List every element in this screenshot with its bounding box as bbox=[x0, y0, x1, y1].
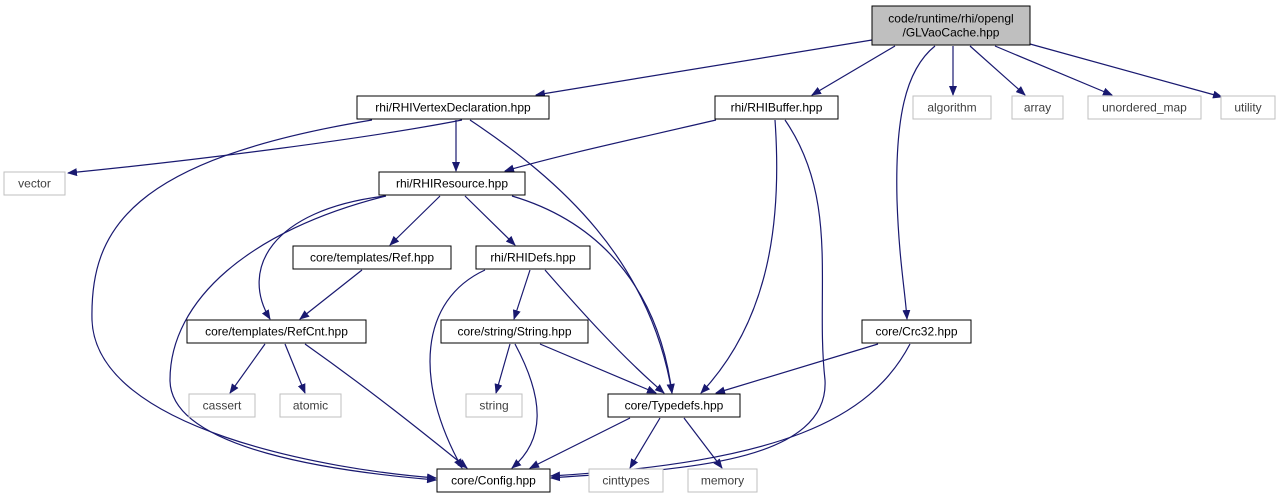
edge-root-crc bbox=[896, 45, 936, 320]
edge-rhibuf-typedefs bbox=[700, 119, 778, 394]
node-label: cinttypes bbox=[602, 474, 649, 488]
node-label: rhi/RHIDefs.hpp bbox=[490, 251, 576, 265]
edge-rhires-config bbox=[169, 195, 437, 484]
node-box bbox=[3, 171, 66, 196]
node-label: /GLVaoCache.hpp bbox=[903, 26, 1000, 40]
node-box bbox=[1087, 95, 1202, 120]
edge-rhidefs-typedefs bbox=[544, 269, 665, 394]
node-umap[interactable]: unordered_map bbox=[1087, 95, 1202, 120]
node-box bbox=[436, 468, 551, 493]
node-array[interactable]: array bbox=[1011, 95, 1064, 120]
node-label: core/templates/RefCnt.hpp bbox=[205, 325, 348, 339]
node-vector[interactable]: vector bbox=[3, 171, 66, 196]
node-box bbox=[475, 245, 591, 270]
edge-typedefs-cinttypes bbox=[629, 417, 661, 469]
node-stdstring[interactable]: string bbox=[465, 393, 523, 418]
node-label: core/Config.hpp bbox=[451, 474, 536, 488]
edge-typedefs-memory bbox=[683, 417, 723, 469]
edge-rhires-typedefs bbox=[511, 195, 675, 394]
node-label: rhi/RHIVertexDeclaration.hpp bbox=[375, 101, 531, 115]
node-box bbox=[912, 95, 992, 120]
edge-crc-typedefs bbox=[715, 343, 879, 395]
edge-rhibuf-rhires bbox=[504, 119, 717, 173]
node-box bbox=[188, 393, 256, 418]
node-crc[interactable]: core/Crc32.hpp bbox=[861, 319, 972, 344]
edge-root-utility bbox=[1029, 43, 1223, 99]
node-memory[interactable]: memory bbox=[687, 468, 758, 493]
node-label: code/runtime/rhi/opengl bbox=[888, 12, 1013, 26]
edge-rhivd-config bbox=[91, 119, 437, 482]
node-label: string bbox=[479, 399, 508, 413]
node-rhires[interactable]: rhi/RHIResource.hpp bbox=[378, 171, 526, 196]
node-box bbox=[465, 393, 523, 418]
node-label: array bbox=[1024, 101, 1051, 115]
node-box bbox=[1011, 95, 1064, 120]
node-box bbox=[440, 319, 589, 344]
node-cinttypes[interactable]: cinttypes bbox=[588, 468, 664, 493]
node-box bbox=[714, 95, 839, 120]
nodes-layer: code/runtime/rhi/opengl/GLVaoCache.hpp rh… bbox=[3, 5, 1276, 493]
node-box bbox=[588, 468, 664, 493]
node-label: unordered_map bbox=[1102, 101, 1187, 115]
node-rhivd[interactable]: rhi/RHIVertexDeclaration.hpp bbox=[356, 95, 550, 120]
edge-refcnt-atomic bbox=[284, 343, 306, 394]
node-box bbox=[871, 5, 1031, 46]
edge-rhires-rhidefs bbox=[464, 195, 516, 246]
edge-rhires-ref bbox=[389, 195, 441, 246]
edge-root-rhivd bbox=[535, 39, 873, 98]
node-box bbox=[279, 393, 342, 418]
node-box bbox=[356, 95, 550, 120]
node-label: rhi/RHIBuffer.hpp bbox=[731, 101, 823, 115]
node-label: utility bbox=[1234, 101, 1261, 115]
node-config[interactable]: core/Config.hpp bbox=[436, 468, 551, 493]
edge-rhidefs-string bbox=[512, 269, 531, 320]
node-atomic[interactable]: atomic bbox=[279, 393, 342, 418]
edge-rhires-refcnt bbox=[258, 195, 386, 320]
edge-typedefs-config bbox=[529, 417, 631, 469]
node-algorithm[interactable]: algorithm bbox=[912, 95, 992, 120]
edge-root-array bbox=[969, 45, 1026, 96]
node-box bbox=[1220, 95, 1276, 120]
node-label: algorithm bbox=[927, 101, 976, 115]
node-ref[interactable]: core/templates/Ref.hpp bbox=[292, 245, 452, 270]
node-label: memory bbox=[701, 474, 744, 488]
node-string[interactable]: core/string/String.hpp bbox=[440, 319, 589, 344]
node-box bbox=[378, 171, 526, 196]
edge-string-typedefs bbox=[539, 343, 657, 394]
node-label: core/string/String.hpp bbox=[457, 325, 571, 339]
edge-refcnt-config bbox=[304, 343, 468, 469]
node-label: rhi/RHIResource.hpp bbox=[396, 177, 508, 191]
node-box bbox=[186, 319, 367, 344]
node-utility[interactable]: utility bbox=[1220, 95, 1276, 120]
node-refcnt[interactable]: core/templates/RefCnt.hpp bbox=[186, 319, 367, 344]
node-cassert[interactable]: cassert bbox=[188, 393, 256, 418]
edge-ref-refcnt bbox=[299, 269, 363, 320]
edge-rhivd-typedefs bbox=[469, 119, 675, 394]
edge-refcnt-cassert bbox=[229, 343, 266, 394]
node-label: cassert bbox=[203, 399, 242, 413]
node-rhidefs[interactable]: rhi/RHIDefs.hpp bbox=[475, 245, 591, 270]
node-label: core/Crc32.hpp bbox=[875, 325, 957, 339]
node-label: core/templates/Ref.hpp bbox=[310, 251, 434, 265]
edge-rhidefs-config bbox=[429, 269, 486, 469]
node-root[interactable]: code/runtime/rhi/opengl/GLVaoCache.hpp bbox=[871, 5, 1031, 46]
edge-root-rhibuf bbox=[811, 45, 896, 96]
edge-string-config bbox=[511, 343, 538, 469]
node-label: core/Typedefs.hpp bbox=[625, 399, 724, 413]
edge-string-stdstring bbox=[494, 343, 511, 394]
edge-rhivd-vector bbox=[67, 119, 463, 177]
node-box bbox=[607, 393, 741, 418]
node-box bbox=[861, 319, 972, 344]
node-label: atomic bbox=[293, 399, 328, 413]
edge-root-umap bbox=[994, 45, 1113, 96]
node-box bbox=[292, 245, 452, 270]
node-box bbox=[687, 468, 758, 493]
node-label: vector bbox=[18, 177, 51, 191]
node-typedefs[interactable]: core/Typedefs.hpp bbox=[607, 393, 741, 418]
node-rhibuf[interactable]: rhi/RHIBuffer.hpp bbox=[714, 95, 839, 120]
